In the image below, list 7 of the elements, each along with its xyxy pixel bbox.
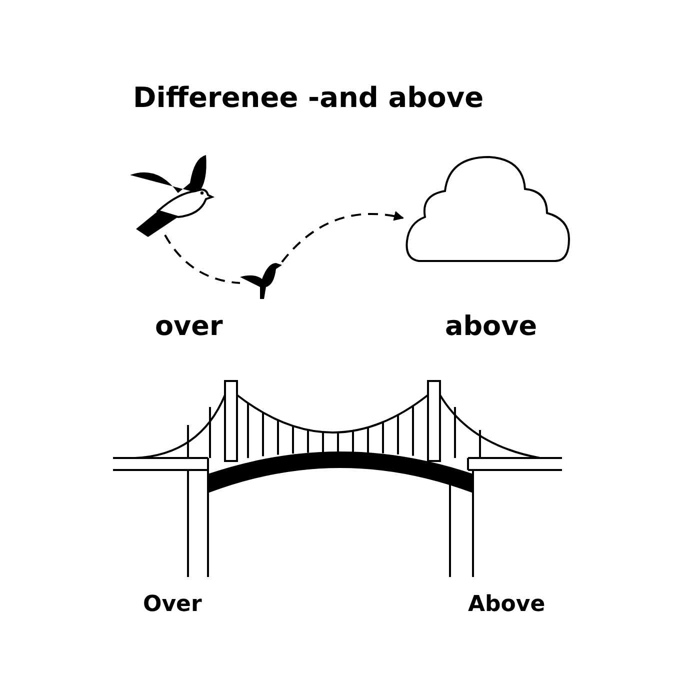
dashed-arrow xyxy=(281,211,404,263)
dashed-line xyxy=(164,234,240,284)
word-label: over xyxy=(155,313,223,340)
word-label: above xyxy=(445,313,538,340)
title: Differenee -and above xyxy=(133,84,484,112)
word-label: Over xyxy=(143,594,202,616)
word-label: Above xyxy=(468,594,546,616)
